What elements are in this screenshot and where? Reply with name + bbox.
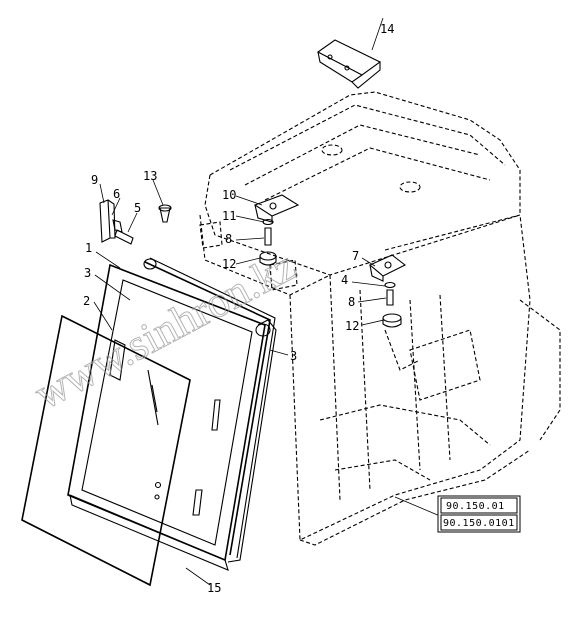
- callout-2: 2: [83, 294, 90, 308]
- callout-9: 9: [91, 173, 98, 187]
- callout-3a: 3: [84, 266, 91, 280]
- upper-mount: [253, 194, 300, 266]
- callout-11: 11: [222, 209, 236, 223]
- callout-6: 6: [113, 187, 120, 201]
- glass-panel: [21, 314, 191, 587]
- reference-box-1: 90.150.01: [446, 501, 505, 512]
- callout-7: 7: [352, 249, 359, 263]
- callout-12a: 12: [222, 257, 236, 271]
- top-bracket: [316, 39, 382, 89]
- callout-5: 5: [134, 201, 141, 215]
- reference-box-2: 90.150.0101: [443, 518, 515, 529]
- watermark: www.sinhron.kz: [27, 240, 304, 418]
- callout-13: 13: [143, 169, 157, 183]
- callout-8a: 8: [225, 232, 232, 246]
- leader-lines: [93, 17, 441, 586]
- callout-labels: 1 2 3 3 4 5 6 7 8 8 9 10 11 12 12 13 14 …: [83, 22, 394, 595]
- lower-mount: [368, 254, 407, 328]
- cab-body: [199, 91, 561, 546]
- callout-1: 1: [85, 241, 92, 255]
- callout-10: 10: [222, 188, 236, 202]
- callout-14: 14: [380, 22, 394, 36]
- callout-4: 4: [341, 273, 348, 287]
- callout-15: 15: [207, 581, 221, 595]
- callout-3b: 3: [290, 349, 297, 363]
- callout-8b: 8: [348, 295, 355, 309]
- door-frame: [67, 257, 277, 571]
- reference-boxes: 90.150.01 90.150.0101: [437, 495, 521, 533]
- latch-parts: [99, 199, 172, 245]
- callout-12b: 12: [345, 319, 359, 333]
